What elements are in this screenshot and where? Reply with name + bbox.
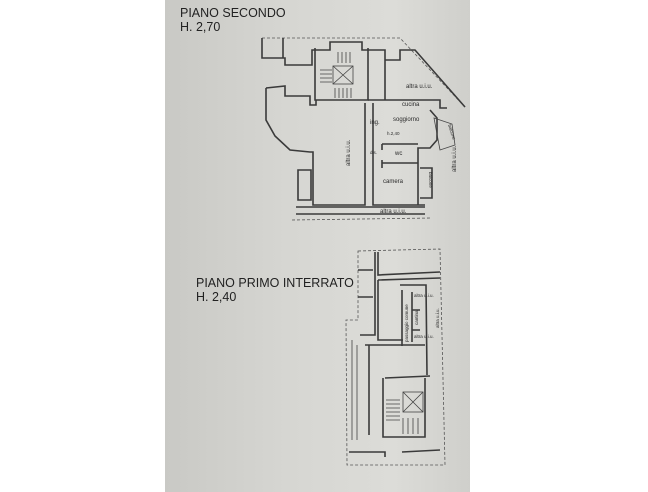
label-altra-uiu-bottom: altra u.i.u. (380, 209, 407, 215)
label-room-height: h.2,40 (387, 131, 400, 136)
label-basement-altra-upper: altra u.i.u. (414, 293, 434, 298)
label-soggiorno: soggiorno (393, 117, 420, 123)
label-balcone-lower: balcone (428, 172, 433, 188)
label-ingresso: ing. (370, 120, 380, 126)
basement-floor-plan (345, 248, 446, 466)
label-cantina: cantina (414, 310, 419, 325)
label-passaggio-comune: passaggio comune (404, 304, 409, 342)
label-basement-altra-right: altra u.i.u. (435, 308, 440, 328)
label-disimpegno: dis. (370, 150, 377, 155)
label-altra-uiu-left: altra u.i.u. (346, 139, 352, 166)
label-wc: wc (394, 151, 402, 157)
label-balcone-right: balcone (447, 124, 457, 141)
label-cucina: cucina (402, 102, 420, 108)
basement-height: H. 2,40 (196, 290, 236, 304)
upper-floor-height: H. 2,70 (180, 20, 220, 34)
upper-floor-plan (261, 37, 466, 221)
scanned-paper (165, 0, 470, 492)
label-altra-uiu-top: altra u.i.u. (406, 84, 433, 90)
label-camera: camera (383, 179, 404, 185)
label-basement-altra-lower: altra u.i.u. (414, 334, 434, 339)
label-altra-uiu-right: altra u.i.u. (452, 145, 458, 172)
basement-title: PIANO PRIMO INTERRATO (196, 276, 354, 290)
upper-floor-title: PIANO SECONDO (180, 6, 286, 20)
